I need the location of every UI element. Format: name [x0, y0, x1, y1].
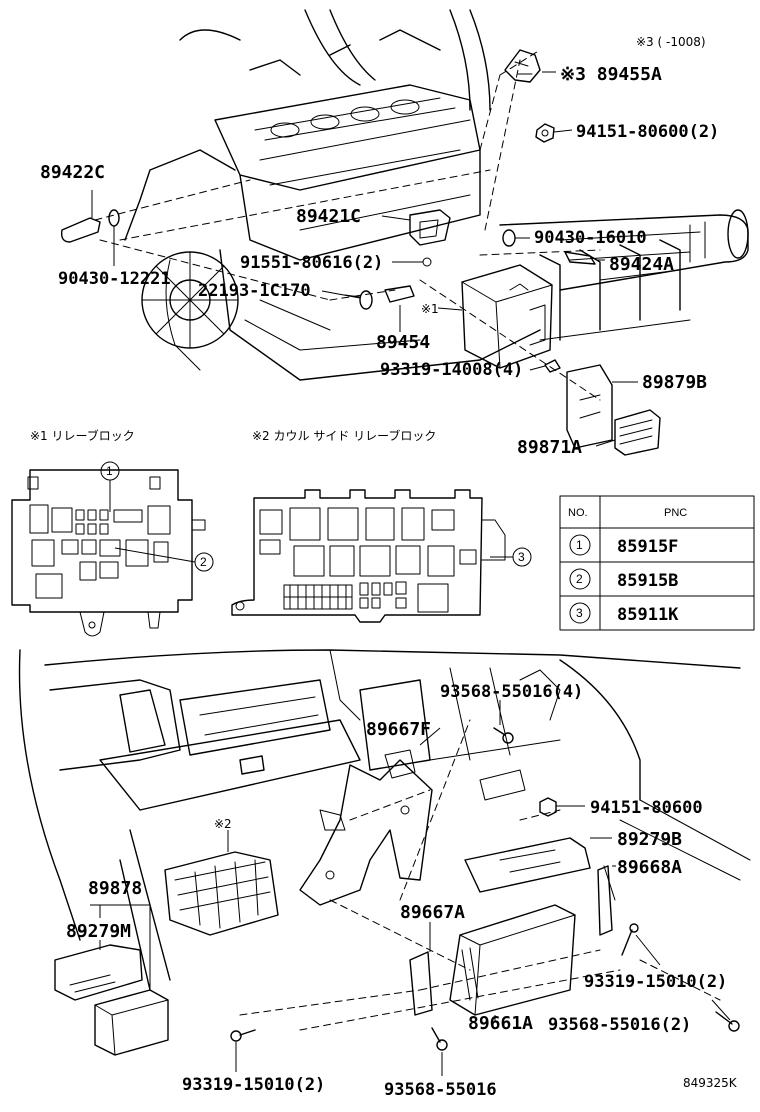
- label-89421C: 89421C: [296, 206, 361, 227]
- callout-2-number: 2: [200, 555, 207, 569]
- label-89871A: 89871A: [517, 437, 582, 458]
- pnc-row-1-no: 1: [576, 538, 583, 552]
- label-93319-15010-2-right: 93319-15010(2): [584, 972, 727, 992]
- part-89424A-sensor: [564, 251, 596, 265]
- callout-1-number: 1: [106, 464, 113, 478]
- part-93319-15010-bolt-right: [621, 923, 639, 956]
- label-89878: 89878: [88, 878, 142, 899]
- pnc-row-2-no-circle: [569, 568, 591, 590]
- pnc-table-header-pnc: PNC: [664, 507, 687, 519]
- label-89279B: 89279B: [617, 829, 682, 850]
- dashboard-illustration: [18, 649, 751, 1031]
- label-89667A: 89667A: [400, 902, 465, 923]
- pnc-row-2-no: 2: [576, 572, 583, 586]
- part-93319-15010-bolt-left: [230, 1029, 256, 1042]
- relay-block-1-title: ※1 リレーブロック: [30, 428, 135, 443]
- mark-ref-2: ※2: [214, 817, 232, 831]
- pnc-row-1-value: 85915F: [617, 537, 678, 557]
- part-89668A-bracket: [597, 865, 616, 936]
- label-22193-1C170: 22193-1C170: [198, 281, 311, 301]
- part-engine-ecu-box: [461, 264, 553, 369]
- part-89878-relay: [94, 989, 169, 1056]
- part-89279B-bracket: [464, 837, 591, 893]
- label-89455A: ※3 89455A: [560, 64, 662, 85]
- pnc-row-2-value: 85915B: [617, 571, 678, 591]
- part-93568-55016-bolt-top: [493, 727, 514, 744]
- part-89421C-sensor: [409, 209, 451, 267]
- pnc-row-3-no-circle: [569, 602, 591, 624]
- part-89667A-bracket: [409, 951, 433, 1016]
- label-89454: 89454: [376, 332, 430, 353]
- label-93568-55016-4: 93568-55016(4): [440, 682, 583, 702]
- label-89422C: 89422C: [40, 162, 105, 183]
- label-93568-55016-2: 93568-55016(2): [548, 1015, 691, 1035]
- part-89661A-ecu: [449, 904, 576, 1016]
- part-89871A-relay: [614, 409, 661, 456]
- part-93319-14008-bolt: [544, 359, 561, 373]
- part-cowl-relay-block-2: [164, 851, 279, 936]
- label-89661A: 89661A: [468, 1013, 533, 1034]
- part-89422C-sensor: [60, 209, 120, 243]
- part-89879B-bracket: [566, 364, 613, 449]
- engine-illustration: [94, 9, 749, 401]
- part-93568-55016-bolt-bottom: [431, 1027, 448, 1051]
- label-89668A: 89668A: [617, 857, 682, 878]
- label-93319-15010-2-left: 93319-15010(2): [182, 1075, 325, 1095]
- pnc-row-3-no: 3: [576, 606, 583, 620]
- label-89424A: 89424A: [609, 254, 674, 275]
- part-89455A-sensor: [504, 49, 541, 83]
- label-90430-16010: 90430-16010: [534, 228, 647, 248]
- pnc-table: [559, 495, 755, 631]
- relay-block-2-title: ※2 カウル サイド リレーブロック: [252, 428, 436, 443]
- label-89667F: 89667F: [366, 719, 431, 740]
- label-89879B: 89879B: [642, 372, 707, 393]
- callout-3-number: 3: [518, 550, 525, 564]
- part-89279M-bracket: [54, 944, 143, 1001]
- label-89279M: 89279M: [66, 921, 131, 942]
- label-94151-80600: 94151-80600: [590, 798, 703, 818]
- relay-block-2-diagram: [231, 489, 506, 623]
- part-94151-80600-nut: [539, 797, 557, 817]
- part-90430-16010-gasket: [502, 229, 516, 247]
- pnc-row-1-no-circle: [569, 534, 591, 556]
- footnote-year-range: ※3 ( -1008): [636, 35, 706, 49]
- part-93568-55016-bolt-right: [715, 1011, 740, 1032]
- catalog-code: 849325K: [683, 1076, 738, 1090]
- label-91551-80616-2: 91551-80616(2): [240, 253, 383, 273]
- mark-ref-1: ※1: [421, 302, 439, 316]
- part-94151-nut: [535, 123, 555, 143]
- relay-block-1-diagram: [11, 469, 206, 637]
- pnc-table-header-no: NO.: [568, 507, 588, 519]
- label-93319-14008-4: 93319-14008(4): [380, 360, 523, 380]
- label-94151-80600-2: 94151-80600(2): [576, 122, 719, 142]
- label-90430-12221: 90430-12221: [58, 269, 171, 289]
- pnc-row-3-value: 85911K: [617, 605, 679, 625]
- part-89667F-bracket: [299, 749, 433, 906]
- label-93568-55016: 93568-55016: [384, 1080, 497, 1100]
